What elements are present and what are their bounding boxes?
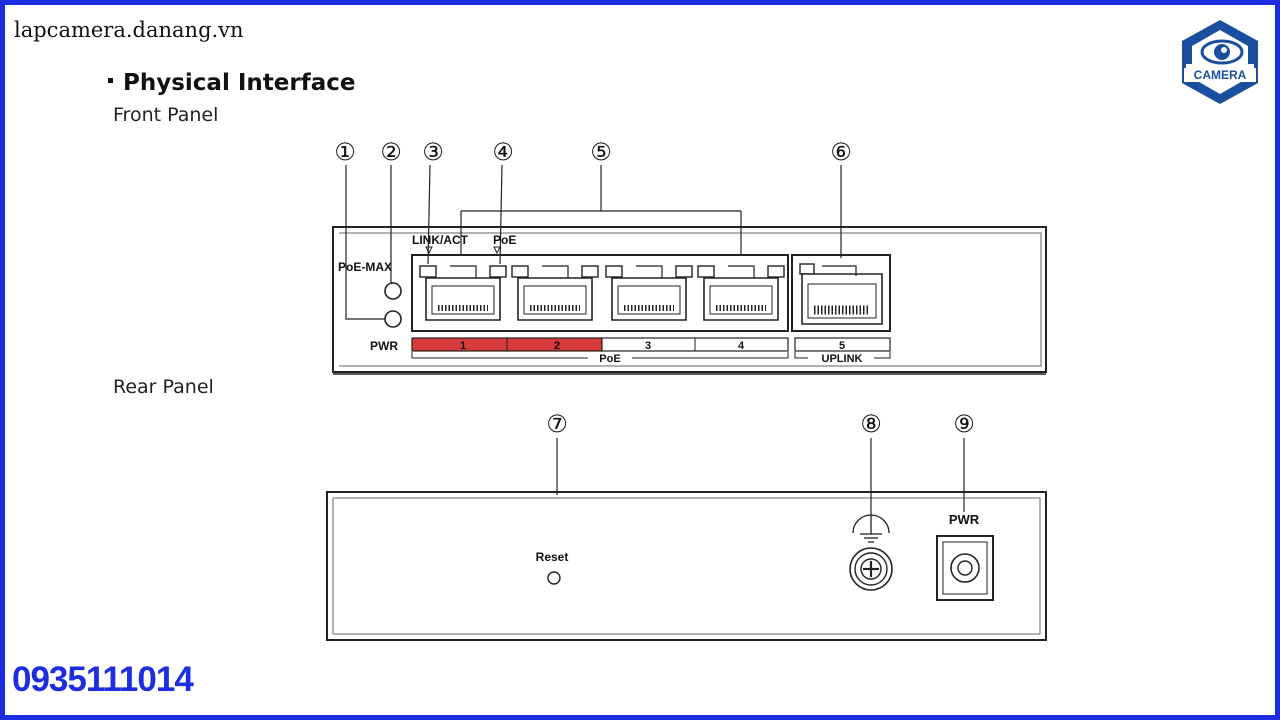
svg-text:⑦: ⑦ bbox=[546, 410, 568, 438]
callout-4: ④ bbox=[492, 138, 514, 166]
rear-panel-label: Rear Panel bbox=[113, 376, 214, 398]
rj45-port-3 bbox=[605, 265, 693, 321]
port-3-label: 3 bbox=[645, 340, 651, 352]
callout-1: ① bbox=[334, 138, 356, 166]
pwr-label: PWR bbox=[370, 339, 398, 353]
svg-text:③: ③ bbox=[422, 138, 444, 166]
port-2-label: 2 bbox=[554, 340, 560, 352]
rj45-uplink-port bbox=[799, 263, 883, 325]
front-leader-lines bbox=[345, 164, 842, 320]
svg-text:⑤: ⑤ bbox=[590, 138, 612, 166]
poe-led-label: PoE bbox=[493, 233, 516, 247]
poe-group-label: PoE bbox=[599, 353, 620, 365]
rj45-port-4 bbox=[697, 265, 785, 321]
front-panel: PoE-MAX LINK/ACT PoE PWR 1 2 3 4 5 PoE U… bbox=[332, 138, 1047, 375]
page-title-text: Physical Interface bbox=[123, 70, 356, 96]
page-title: Physical Interface bbox=[108, 70, 355, 96]
port-5-label: 5 bbox=[839, 340, 845, 352]
rj45-port-1 bbox=[419, 265, 507, 321]
svg-text:①: ① bbox=[334, 138, 356, 166]
svg-text:⑧: ⑧ bbox=[860, 410, 882, 438]
callout-8: ⑧ bbox=[860, 410, 882, 438]
callout-6: ⑥ bbox=[830, 138, 852, 166]
reset-button bbox=[547, 571, 561, 585]
svg-text:④: ④ bbox=[492, 138, 514, 166]
rj45-port-2 bbox=[511, 265, 599, 321]
reset-label: Reset bbox=[536, 550, 569, 564]
svg-text:⑨: ⑨ bbox=[953, 410, 975, 438]
site-url: lapcamera.danang.vn bbox=[14, 18, 244, 42]
link-act-label: LINK/ACT bbox=[412, 233, 469, 247]
uplink-group-label: UPLINK bbox=[822, 353, 863, 365]
port-1-label: 1 bbox=[460, 340, 466, 352]
rear-pwr-label: PWR bbox=[949, 512, 980, 527]
rear-panel: Reset PWR ⑦ ⑧ bbox=[326, 410, 1047, 641]
logo-text: CAMERA bbox=[1194, 68, 1247, 82]
callout-2: ② bbox=[380, 138, 402, 166]
callout-9: ⑨ bbox=[953, 410, 975, 438]
bullet-icon bbox=[108, 78, 113, 83]
port-4-label: 4 bbox=[738, 340, 745, 352]
phone-number: 0935111014 bbox=[12, 660, 194, 699]
link-act-arrow-icon bbox=[425, 246, 433, 255]
rear-leader-lines bbox=[556, 438, 965, 516]
svg-text:②: ② bbox=[380, 138, 402, 166]
dc-power-jack bbox=[936, 535, 994, 601]
callout-3: ③ bbox=[422, 138, 444, 166]
callout-5: ⑤ bbox=[590, 138, 612, 166]
poe-max-label: PoE-MAX bbox=[338, 260, 392, 274]
poe-max-led bbox=[384, 282, 402, 300]
callout-7: ⑦ bbox=[546, 410, 568, 438]
front-panel-label: Front Panel bbox=[113, 104, 219, 126]
svg-text:⑥: ⑥ bbox=[830, 138, 852, 166]
poe-arrow-icon bbox=[493, 246, 501, 255]
ground-screw bbox=[849, 547, 893, 591]
camera-eye-logo-icon: CAMERA bbox=[1178, 18, 1262, 106]
